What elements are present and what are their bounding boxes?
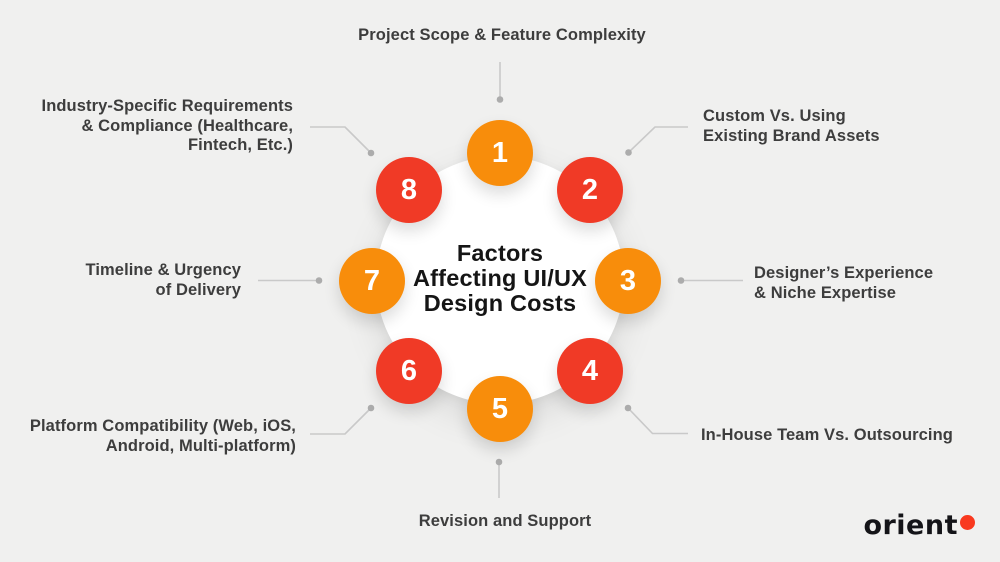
connector-dot-2 [625,149,632,156]
orient-logo: orient [863,511,975,541]
factor-bubble-1: 1 [467,120,533,186]
factor-bubble-6: 6 [376,338,442,404]
diagram-title: Factors Affecting UI/UX Design Costs [412,240,588,316]
factor-bubble-5: 5 [467,376,533,442]
factor-label-6: Platform Compatibility (Web, iOS, Androi… [29,417,296,455]
factor-label-5: Revision and Support [418,512,592,530]
factor-bubble-3: 3 [595,248,661,314]
factor-label-1: Project Scope & Feature Complexity [358,26,646,44]
factor-bubble-4: 4 [557,338,623,404]
factor-bubble-2: 2 [557,157,623,223]
connector-dot-6 [367,404,375,412]
factor-label-8: Industry-Specific Requirements & Complia… [41,97,293,154]
connector-line-4 [627,407,688,435]
connector-dot-8 [367,149,375,157]
factor-label-3: Designer’s Experience & Niche Expertise [754,264,934,302]
factor-bubble-7: 7 [339,248,405,314]
connector-dot-3 [677,277,685,284]
connector-dot-7 [315,277,323,284]
connector-line-6 [310,407,372,435]
connector-dot-5 [495,458,503,466]
factor-label-4: In-House Team Vs. Outsourcing [701,426,953,444]
factor-label-7: Timeline & Urgency of Delivery [85,261,241,299]
factor-label-2: Custom Vs. Using Existing Brand Assets [703,107,880,145]
factor-bubble-8: 8 [376,157,442,223]
connector-dot-4 [624,404,632,412]
orient-logo-dot [960,515,975,530]
orient-logo-text: orient [863,510,958,541]
connector-line-8 [310,126,372,154]
connector-line-2 [627,126,688,154]
connector-dot-1 [496,96,504,103]
